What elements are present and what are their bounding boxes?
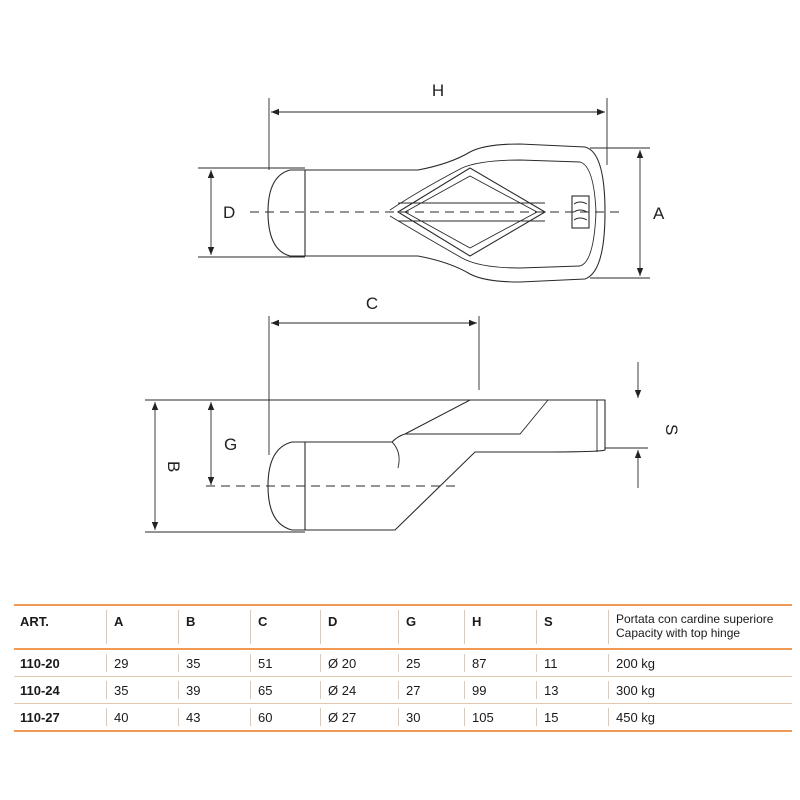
header-art: ART. bbox=[20, 614, 49, 629]
cell-capacity: 450 kg bbox=[616, 709, 656, 725]
cell-h: 99 bbox=[472, 682, 487, 698]
cell-c: 60 bbox=[258, 709, 273, 725]
header-h: H bbox=[472, 614, 482, 629]
cell-s: 15 bbox=[544, 709, 559, 725]
top-view: H D A bbox=[198, 81, 665, 283]
cell-art: 110-27 bbox=[20, 709, 60, 725]
cell-b: 35 bbox=[186, 655, 201, 671]
header-c: C bbox=[258, 614, 268, 629]
cell-art: 110-24 bbox=[20, 682, 60, 698]
cell-g: 30 bbox=[406, 709, 421, 725]
table-header-row: ART. A B C D G H S Portata con cardine s… bbox=[14, 604, 792, 650]
cell-h: 105 bbox=[472, 709, 494, 725]
header-b: B bbox=[186, 614, 196, 629]
cell-capacity: 200 kg bbox=[616, 655, 656, 671]
cell-a: 40 bbox=[114, 709, 129, 725]
cell-s: 13 bbox=[544, 682, 559, 698]
dim-label-s: S bbox=[662, 424, 681, 435]
header-capacity: Portata con cardine superiore Capacity w… bbox=[616, 606, 773, 648]
header-capacity-italian: Portata con cardine superiore bbox=[616, 612, 774, 626]
cell-d: Ø 24 bbox=[328, 682, 357, 698]
cell-b: 39 bbox=[186, 682, 201, 698]
dim-label-a: A bbox=[653, 204, 665, 223]
technical-drawing: H D A C bbox=[145, 81, 681, 533]
header-s: S bbox=[544, 614, 553, 629]
dim-label-g: G bbox=[224, 435, 237, 454]
cell-a: 35 bbox=[114, 682, 129, 698]
cell-g: 27 bbox=[406, 682, 421, 698]
cell-s: 11 bbox=[544, 655, 558, 671]
header-capacity-english: Capacity with top hinge bbox=[616, 626, 741, 640]
cell-b: 43 bbox=[186, 709, 201, 725]
cell-c: 65 bbox=[258, 682, 273, 698]
dim-label-d: D bbox=[223, 203, 235, 222]
cell-a: 29 bbox=[114, 655, 129, 671]
specifications-table: ART. A B C D G H S Portata con cardine s… bbox=[14, 604, 792, 732]
dim-label-b: B bbox=[164, 461, 183, 472]
cell-art: 110-20 bbox=[20, 655, 60, 671]
header-a: A bbox=[114, 614, 124, 629]
cell-g: 25 bbox=[406, 655, 421, 671]
table-row: 110-24 35 39 65 Ø 24 27 99 13 300 kg bbox=[14, 677, 792, 704]
cell-capacity: 300 kg bbox=[616, 682, 656, 698]
table-row: 110-20 29 35 51 Ø 20 25 87 11 200 kg bbox=[14, 650, 792, 677]
header-g: G bbox=[406, 614, 417, 629]
cell-d: Ø 20 bbox=[328, 655, 357, 671]
cell-d: Ø 27 bbox=[328, 709, 357, 725]
dim-label-h: H bbox=[432, 81, 444, 100]
dim-label-c: C bbox=[366, 294, 378, 313]
side-view: C B G S bbox=[145, 294, 681, 533]
cell-c: 51 bbox=[258, 655, 273, 671]
cell-h: 87 bbox=[472, 655, 487, 671]
table-row: 110-27 40 43 60 Ø 27 30 105 15 450 kg bbox=[14, 704, 792, 732]
header-d: D bbox=[328, 614, 338, 629]
